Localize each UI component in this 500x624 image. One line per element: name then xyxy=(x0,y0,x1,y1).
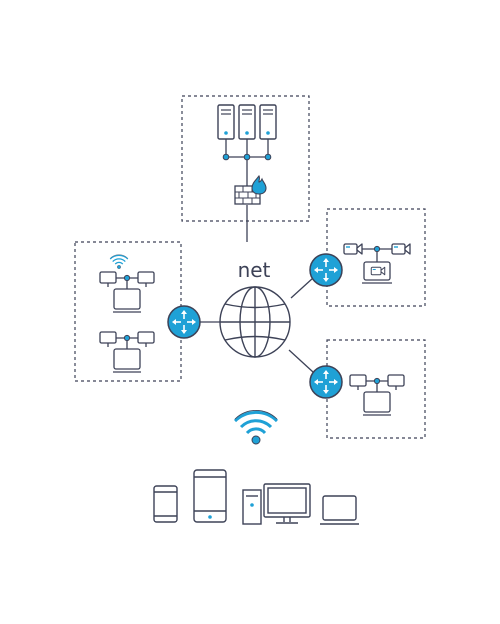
wifi-icon xyxy=(109,253,129,270)
tablet-icon xyxy=(193,469,227,523)
lan-switch-icon xyxy=(99,271,155,313)
smartphone-icon xyxy=(153,485,178,523)
router-icon xyxy=(167,305,201,339)
lan-group-box xyxy=(326,339,426,439)
network-label: net xyxy=(237,258,271,282)
camera-group-box xyxy=(326,208,426,307)
router-icon xyxy=(309,253,343,287)
connections xyxy=(200,205,314,373)
firewall-icon xyxy=(234,174,267,205)
wifi-icon xyxy=(233,408,279,446)
lan-switch-icon xyxy=(349,374,405,416)
desktop-computer-icon xyxy=(242,483,311,525)
server-rack-icon xyxy=(217,104,277,186)
globe-icon xyxy=(219,286,291,358)
lan-switch-icon xyxy=(99,331,155,373)
camera-icon xyxy=(343,243,411,284)
router-icon xyxy=(309,365,343,399)
laptop-icon xyxy=(320,495,359,525)
